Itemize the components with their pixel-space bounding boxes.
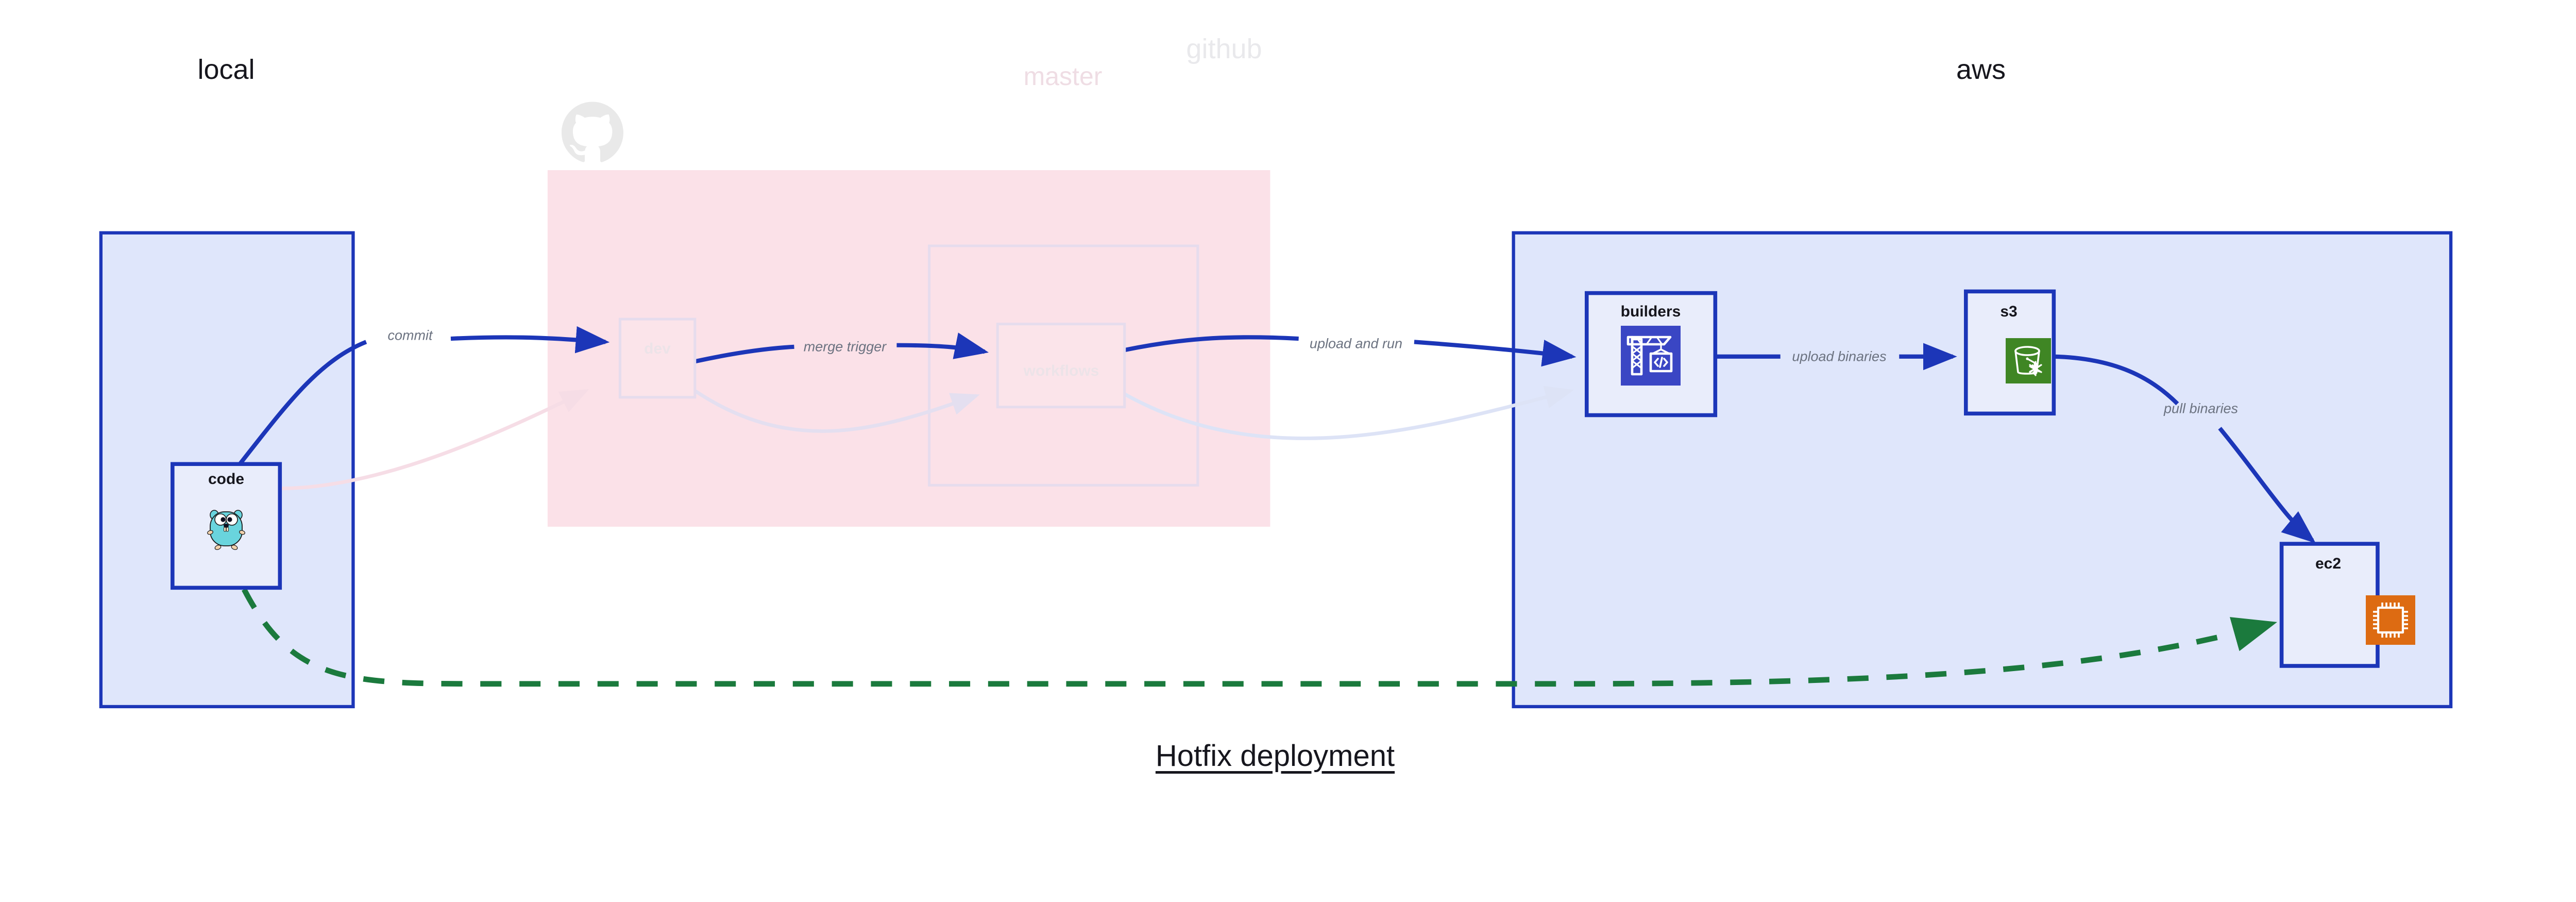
node-label-workflows: workflows <box>1023 362 1099 379</box>
edge-commit-tail <box>450 326 610 354</box>
edge-label-upload-binaries: upload binaries <box>1792 348 1887 364</box>
edge-label-pull-binaries: pull binaries <box>2163 400 2239 416</box>
go-gopher-icon <box>205 504 247 551</box>
cluster-label-local: local <box>197 54 255 85</box>
aws-s3-icon <box>2006 338 2051 383</box>
node-label-dev: dev <box>644 340 671 357</box>
edge-upload-and-run-tail <box>1414 340 1577 367</box>
node-label-builders: builders <box>1620 303 1681 320</box>
aws-ec2-icon <box>2366 595 2415 645</box>
edge-faded-code-dev <box>280 389 589 491</box>
edge-label-merge-trigger: merge trigger <box>803 339 887 355</box>
aws-builders-icon <box>1621 326 1681 386</box>
node-label-code: code <box>208 471 245 488</box>
edge-pull-binaries <box>2054 354 2179 406</box>
node-workflows[interactable] <box>996 323 1126 409</box>
cluster-master <box>928 244 1199 487</box>
node-label-ec2: ec2 <box>2315 555 2342 572</box>
edge-pull-binaries-tail <box>2218 427 2316 543</box>
diagram-title: Hotfix deployment <box>1155 739 1395 773</box>
edge-label-commit: commit <box>387 327 433 343</box>
edge-commit <box>234 340 367 471</box>
edge-label-upload-and-run: upload and run <box>1309 336 1403 352</box>
edge-faded-workflows-aws <box>1123 386 1574 440</box>
node-label-s3: s3 <box>2000 303 2018 320</box>
node-ec2[interactable] <box>2279 542 2380 668</box>
node-builders[interactable] <box>1584 291 1718 417</box>
edge-merge-trigger <box>694 344 794 364</box>
edge-upload-and-run <box>1124 335 1299 353</box>
cluster-label-master: master <box>1023 62 1103 91</box>
cluster-label-aws: aws <box>1956 54 2006 85</box>
edge-merge-trigger-tail <box>896 332 989 359</box>
node-dev[interactable] <box>618 318 697 399</box>
cluster-label-github: github <box>1186 34 1262 64</box>
github-octocat-icon <box>562 102 623 166</box>
edge-hotfix-direct <box>242 588 2277 687</box>
edge-faded-dev-workflows <box>693 389 980 433</box>
